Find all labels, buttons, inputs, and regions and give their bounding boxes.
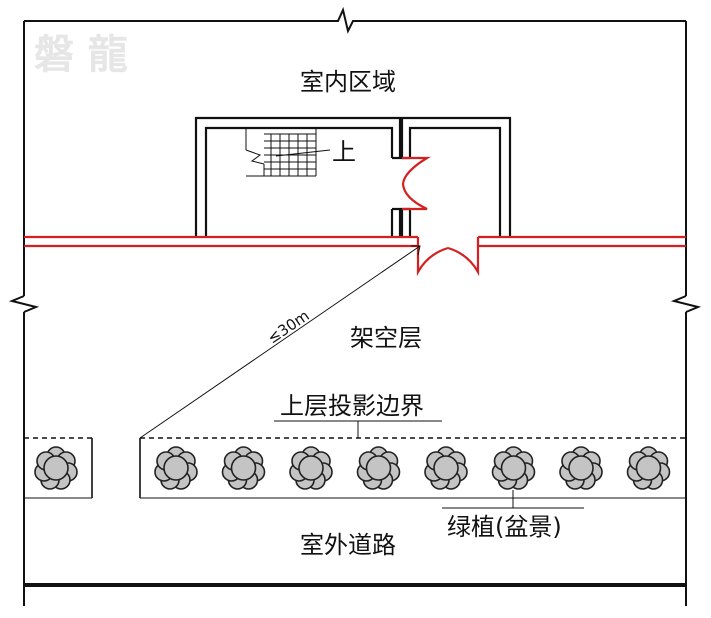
left-break-mark <box>8 295 40 313</box>
outer-frame <box>8 6 702 606</box>
fire-separation-line <box>24 235 686 248</box>
potted-shrub-icon <box>154 446 198 490</box>
potted-shrub-icon <box>34 446 78 490</box>
potted-shrub-icon <box>221 446 266 490</box>
open-floor-label: 架空层 <box>350 324 422 352</box>
fire-door-internal-icon <box>401 156 431 211</box>
distance-label: ≤30m <box>264 307 312 348</box>
watermark-logo: 磐 龍 <box>34 32 128 78</box>
potted-shrub-icon <box>289 446 333 490</box>
potted-shrub-icon <box>559 446 603 490</box>
distance-line <box>139 245 421 439</box>
upper-boundary-label: 上层投影边界 <box>280 392 424 420</box>
stair-arrow-line <box>275 149 331 157</box>
label-leaders <box>274 420 584 509</box>
plants-label: 绿植(盆景) <box>447 513 562 541</box>
potted-shrub-icon <box>424 446 468 490</box>
top-wall <box>24 6 686 34</box>
outdoor-road-label: 室外道路 <box>300 531 396 559</box>
stairs-up-label: 上 <box>332 138 356 166</box>
stair-room-walls <box>194 116 512 237</box>
plant-row <box>34 446 671 490</box>
stair-icon <box>245 128 331 177</box>
double-door-icon <box>416 237 480 277</box>
distance-arrow <box>411 245 421 256</box>
potted-shrub-icon <box>356 446 401 490</box>
indoor-area-label: 室内区域 <box>300 68 396 96</box>
projection-boundary <box>24 437 686 498</box>
potted-shrub-icon <box>626 446 671 490</box>
potted-shrub-icon <box>491 446 536 490</box>
right-break-mark <box>670 295 702 313</box>
